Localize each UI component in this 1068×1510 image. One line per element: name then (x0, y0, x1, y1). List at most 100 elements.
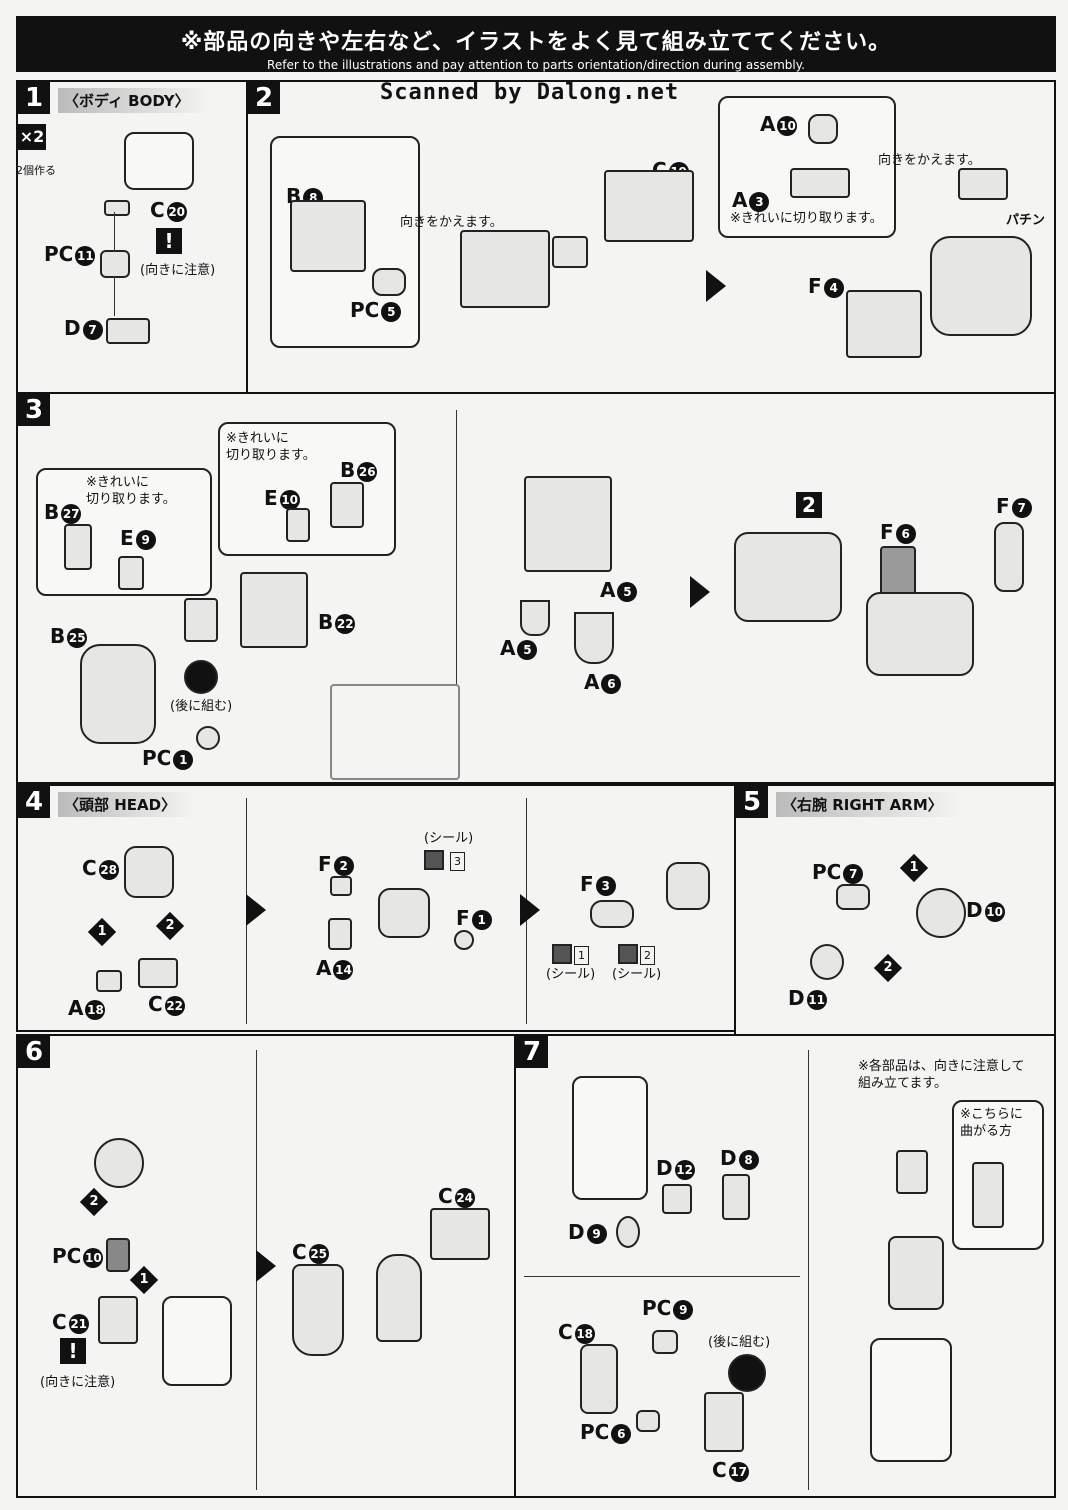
detail-bubble (870, 1338, 952, 1462)
part-joint (896, 1150, 928, 1194)
step-label: 〈頭部 HEAD〉 (58, 792, 197, 817)
part-pc11 (100, 250, 130, 278)
caution-note: (向きに注意) (140, 263, 216, 278)
step-ref-badge: 2 (796, 492, 822, 518)
part-f4 (846, 290, 922, 358)
bend-note: ※こちらに 曲がる方 (960, 1107, 1023, 1139)
step-label: 〈ボディ BODY〉 (58, 88, 210, 113)
orientation-note: ※各部品は、向きに注意して 組み立てます。 (858, 1059, 1025, 1091)
detail-bubble (572, 1076, 648, 1200)
assembly-step2 (734, 532, 842, 622)
assembly-line (114, 276, 115, 316)
cleancut-note: ※きれいに 切り取ります。 (86, 475, 176, 507)
part-f1 (454, 930, 474, 950)
part-f3 (590, 900, 634, 928)
step-number: 1 (18, 82, 50, 114)
part-elbow (972, 1162, 1004, 1228)
assembly-body (930, 236, 1032, 336)
part-c22 (138, 958, 178, 988)
caution-note: (向きに注意) (40, 1375, 116, 1390)
caution-icon: ! (156, 228, 182, 254)
part-pc6 (636, 1410, 660, 1432)
assembly-arm (376, 1254, 422, 1342)
order-2: 2 (155, 911, 185, 941)
part-d9 (616, 1216, 640, 1248)
part-a5 (520, 600, 550, 636)
part-pc10 (106, 1238, 130, 1272)
later-note: (後に組む) (170, 699, 233, 714)
header-jp: ※部品の向きや左右など、イラストをよく見て組み立ててください。 (180, 30, 892, 55)
assembly-torso (524, 476, 612, 572)
part-a14 (328, 918, 352, 950)
panel-divider (524, 1276, 800, 1277)
quantity-badge: ×2 (18, 124, 46, 150)
seal-icon (552, 944, 572, 964)
part-pc5 (372, 268, 406, 296)
part-c17 (704, 1392, 744, 1452)
next-arrow (256, 1250, 276, 1282)
part-f2 (330, 876, 352, 896)
part-d10 (916, 888, 966, 938)
step-1-panel: 1 〈ボディ BODY〉 (16, 80, 248, 394)
step-number: 7 (516, 1036, 548, 1068)
reorient-note: 向きをかえます。 (400, 215, 503, 230)
panel-divider (456, 410, 457, 780)
part-pc1 (196, 726, 220, 750)
step-label: 〈右腕 RIGHT ARM〉 (776, 792, 963, 817)
step-number: 6 (18, 1036, 50, 1068)
seal-note: (シール) (424, 831, 474, 846)
part-b26 (330, 482, 364, 528)
assembly-torso (240, 572, 308, 648)
detail-bubble (124, 132, 194, 190)
detail-bubble (718, 96, 896, 238)
header-en: Refer to the illustrations and pay atten… (267, 58, 805, 72)
part-d7 (106, 318, 150, 344)
part-f7 (994, 522, 1024, 592)
part-b8 (290, 200, 366, 272)
part-a18 (96, 970, 122, 992)
instruction-header: ※部品の向きや左右など、イラストをよく見て組み立ててください。 Refer to… (16, 16, 1056, 72)
part-c21 (98, 1296, 138, 1344)
part-c28 (124, 846, 174, 898)
part-c24 (430, 1208, 490, 1260)
part-small (552, 236, 588, 268)
assembly-lower (866, 592, 974, 676)
assembly-head (666, 862, 710, 910)
order-1: 1 (899, 853, 929, 883)
part-b25 (80, 644, 156, 744)
next-arrow (520, 894, 540, 926)
part-c25 (292, 1264, 344, 1356)
order-2: 2 (873, 953, 903, 983)
part-d8 (722, 1174, 750, 1220)
later-icon (184, 660, 218, 694)
part-a3 (790, 168, 850, 198)
